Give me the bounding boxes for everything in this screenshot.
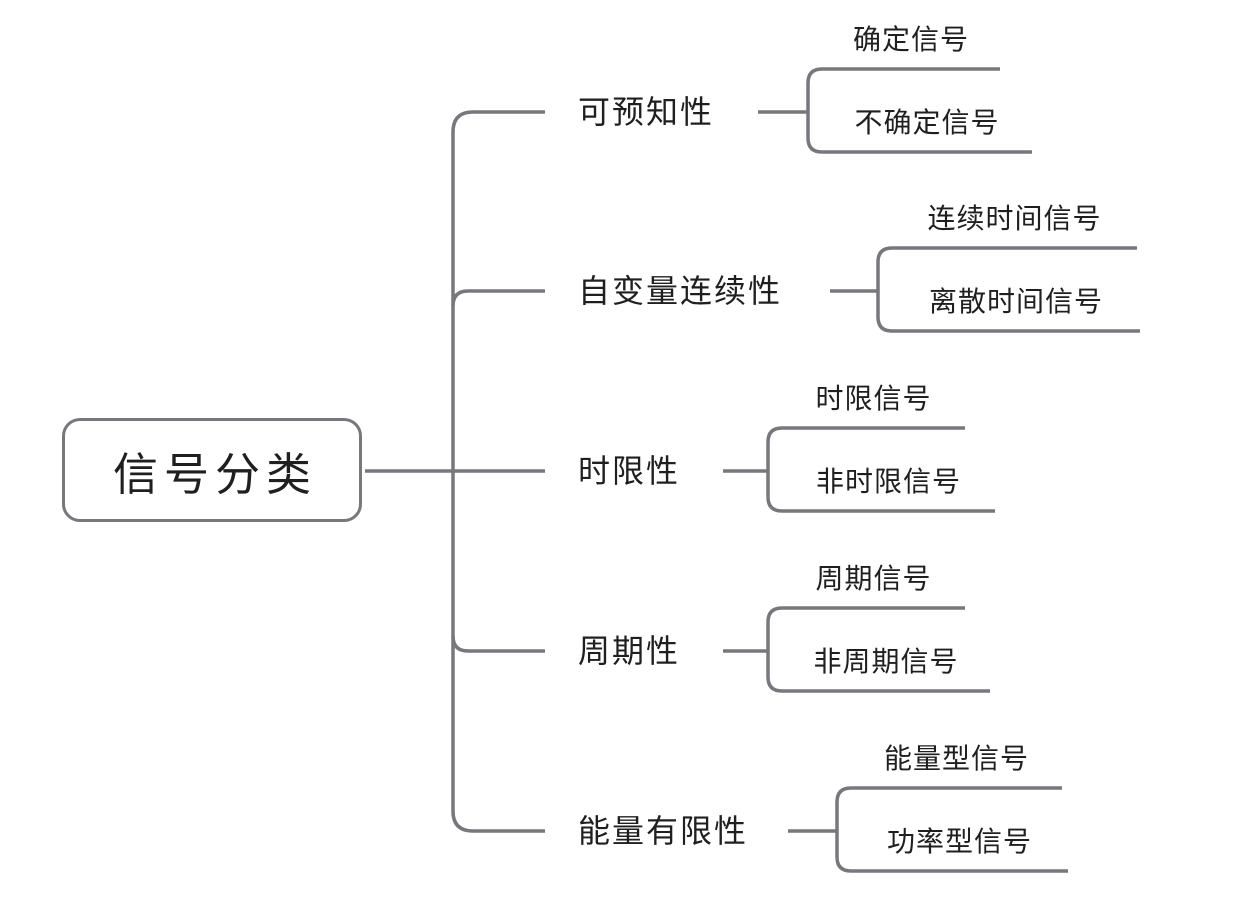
leaf-node-nondeterministic-signal[interactable]: 不确定信号 (854, 107, 1000, 138)
branch-node-variable-continuity[interactable]: 自变量连续性 (578, 273, 783, 309)
leaf-node-continuous-time-signal[interactable]: 连续时间信号 (927, 203, 1102, 234)
leaf-node-energy-type-signal[interactable]: 能量型信号 (883, 743, 1029, 774)
leaf-node-power-type-signal[interactable]: 功率型信号 (886, 826, 1032, 857)
branch-node-time-limitedness[interactable]: 时限性 (578, 453, 681, 489)
root-node[interactable]: 信号分类 (62, 418, 362, 522)
leaf-node-deterministic-signal[interactable]: 确定信号 (852, 24, 969, 55)
branch-node-predictability[interactable]: 可预知性 (578, 94, 715, 130)
branch1-bracket (806, 67, 1032, 154)
leaf-node-periodic-signal[interactable]: 周期信号 (815, 563, 932, 594)
branch3-bracket (766, 426, 995, 513)
branch2-stub (451, 289, 545, 307)
branch5-bracket (835, 786, 1068, 873)
branch-node-energy-finiteness[interactable]: 能量有限性 (578, 813, 749, 849)
spine-connector (451, 110, 545, 833)
leaf-node-time-limited-signal[interactable]: 时限信号 (815, 383, 932, 414)
branch2-bracket (876, 246, 1140, 333)
leaf-node-non-time-limited-signal[interactable]: 非时限信号 (815, 466, 961, 497)
branch4-bracket (766, 606, 990, 693)
branch-node-periodicity[interactable]: 周期性 (578, 633, 681, 669)
leaf-node-discrete-time-signal[interactable]: 离散时间信号 (928, 286, 1103, 317)
leaf-node-aperiodic-signal[interactable]: 非周期信号 (813, 646, 959, 677)
branch4-stub (451, 635, 545, 653)
